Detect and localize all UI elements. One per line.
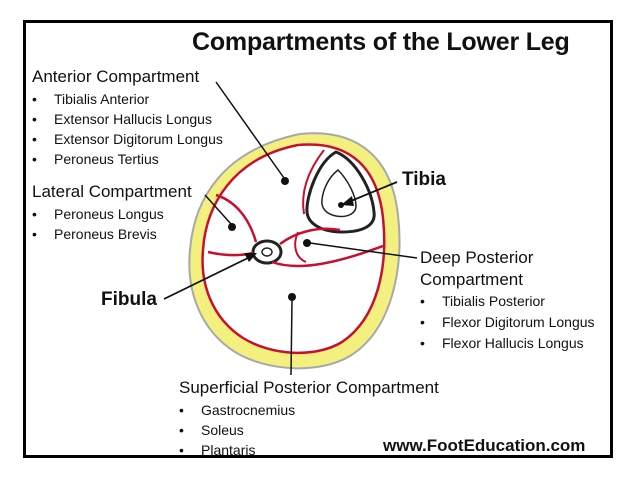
deep-posterior-leader-line bbox=[309, 242, 418, 259]
superficial-posterior-leader-line bbox=[290, 299, 293, 376]
anterior-intermuscular-septum bbox=[215, 193, 258, 243]
tibia-arrow-line bbox=[345, 181, 398, 204]
list-item: •Extensor Digitorum Longus bbox=[32, 131, 223, 147]
deep-posterior-compartment-dot bbox=[303, 239, 311, 247]
list-item: •Peroneus Tertius bbox=[32, 151, 159, 167]
fibula-arrow-line bbox=[163, 255, 253, 300]
list-item: •Tibialis Anterior bbox=[32, 91, 150, 107]
deep-posterior-inner bbox=[294, 231, 307, 263]
list-item: •Peroneus Longus bbox=[32, 206, 164, 222]
superficial-posterior-heading: Superficial Posterior Compartment bbox=[179, 378, 439, 397]
anterior-leader-line bbox=[215, 81, 285, 179]
lateral-compartment-heading: Lateral Compartment bbox=[32, 182, 192, 201]
deep-posterior-heading-line1: Deep Posterior bbox=[420, 248, 534, 267]
lateral-compartment-dot bbox=[228, 223, 236, 231]
diagram-title: Compartments of the Lower Leg bbox=[192, 28, 570, 56]
anterior-compartment-dot bbox=[281, 177, 289, 185]
fibula-arrowhead bbox=[244, 253, 257, 262]
anterior-boundary bbox=[302, 149, 325, 215]
interosseous-membrane bbox=[279, 227, 341, 246]
list-item: •Flexor Hallucis Longus bbox=[420, 335, 584, 351]
list-item: •Peroneus Brevis bbox=[32, 226, 157, 242]
website-credit: www.FootEducation.com bbox=[383, 436, 586, 455]
diagram-frame bbox=[23, 20, 613, 458]
list-item: •Flexor Digitorum Longus bbox=[420, 314, 595, 330]
deep-posterior-heading-line2: Compartment bbox=[420, 270, 523, 289]
lateral-leader-line bbox=[204, 194, 232, 225]
list-item: •Plantaris bbox=[179, 442, 256, 458]
fibula-label: Fibula bbox=[101, 289, 157, 310]
fibula-medullary-canal bbox=[261, 247, 273, 257]
tibia-arrowhead bbox=[341, 196, 354, 206]
list-item: •Gastrocnemius bbox=[179, 402, 296, 418]
list-item: •Tibialis Posterior bbox=[420, 293, 545, 309]
anterior-compartment-heading: Anterior Compartment bbox=[32, 67, 200, 86]
superficial-posterior-compartment-dot bbox=[288, 293, 296, 301]
list-item: •Soleus bbox=[179, 422, 244, 438]
tibia-label: Tibia bbox=[402, 169, 446, 190]
list-item: •Extensor Hallucis Longus bbox=[32, 111, 212, 127]
